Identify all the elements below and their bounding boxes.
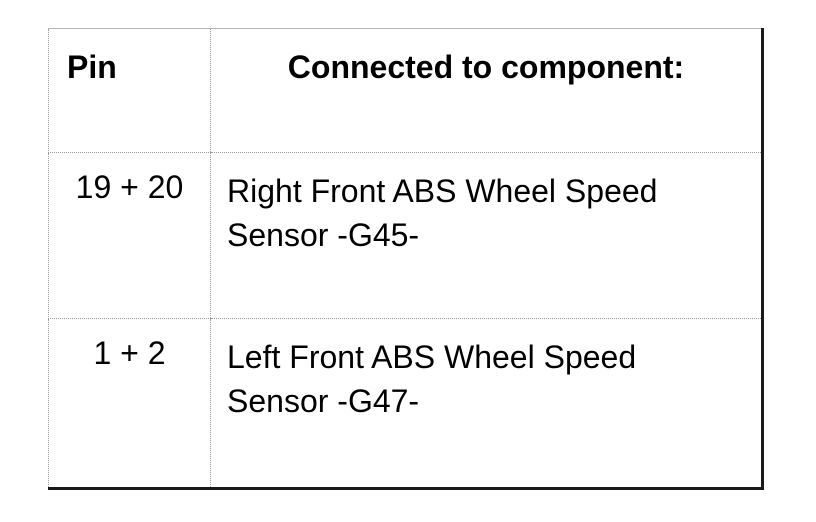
pin-connection-table: Pin Connected to component: 19 + 20 Righ… xyxy=(48,28,764,490)
table-row: 19 + 20 Right Front ABS Wheel Speed Sens… xyxy=(48,152,764,319)
header-component-label: Connected to component: xyxy=(287,49,685,85)
pin-value: 1 + 2 xyxy=(93,335,166,371)
pin-cell: 1 + 2 xyxy=(48,318,211,490)
pin-cell: 19 + 20 xyxy=(48,152,211,319)
table-header-row: Pin Connected to component: xyxy=(48,28,764,153)
pin-value: 19 + 20 xyxy=(75,169,184,205)
header-component: Connected to component: xyxy=(210,28,764,153)
table-row: 1 + 2 Left Front ABS Wheel Speed Sensor … xyxy=(48,318,764,490)
component-line: Left Front ABS Wheel Speed xyxy=(227,339,637,375)
component-cell: Right Front ABS Wheel Speed Sensor -G45- xyxy=(210,152,764,319)
header-pin: Pin xyxy=(48,28,211,153)
component-cell: Left Front ABS Wheel Speed Sensor -G47- xyxy=(210,318,764,490)
component-line: Right Front ABS Wheel Speed xyxy=(227,173,658,209)
component-line: Sensor -G47- xyxy=(227,383,420,419)
component-line: Sensor -G45- xyxy=(227,217,420,253)
header-pin-label: Pin xyxy=(67,49,117,85)
